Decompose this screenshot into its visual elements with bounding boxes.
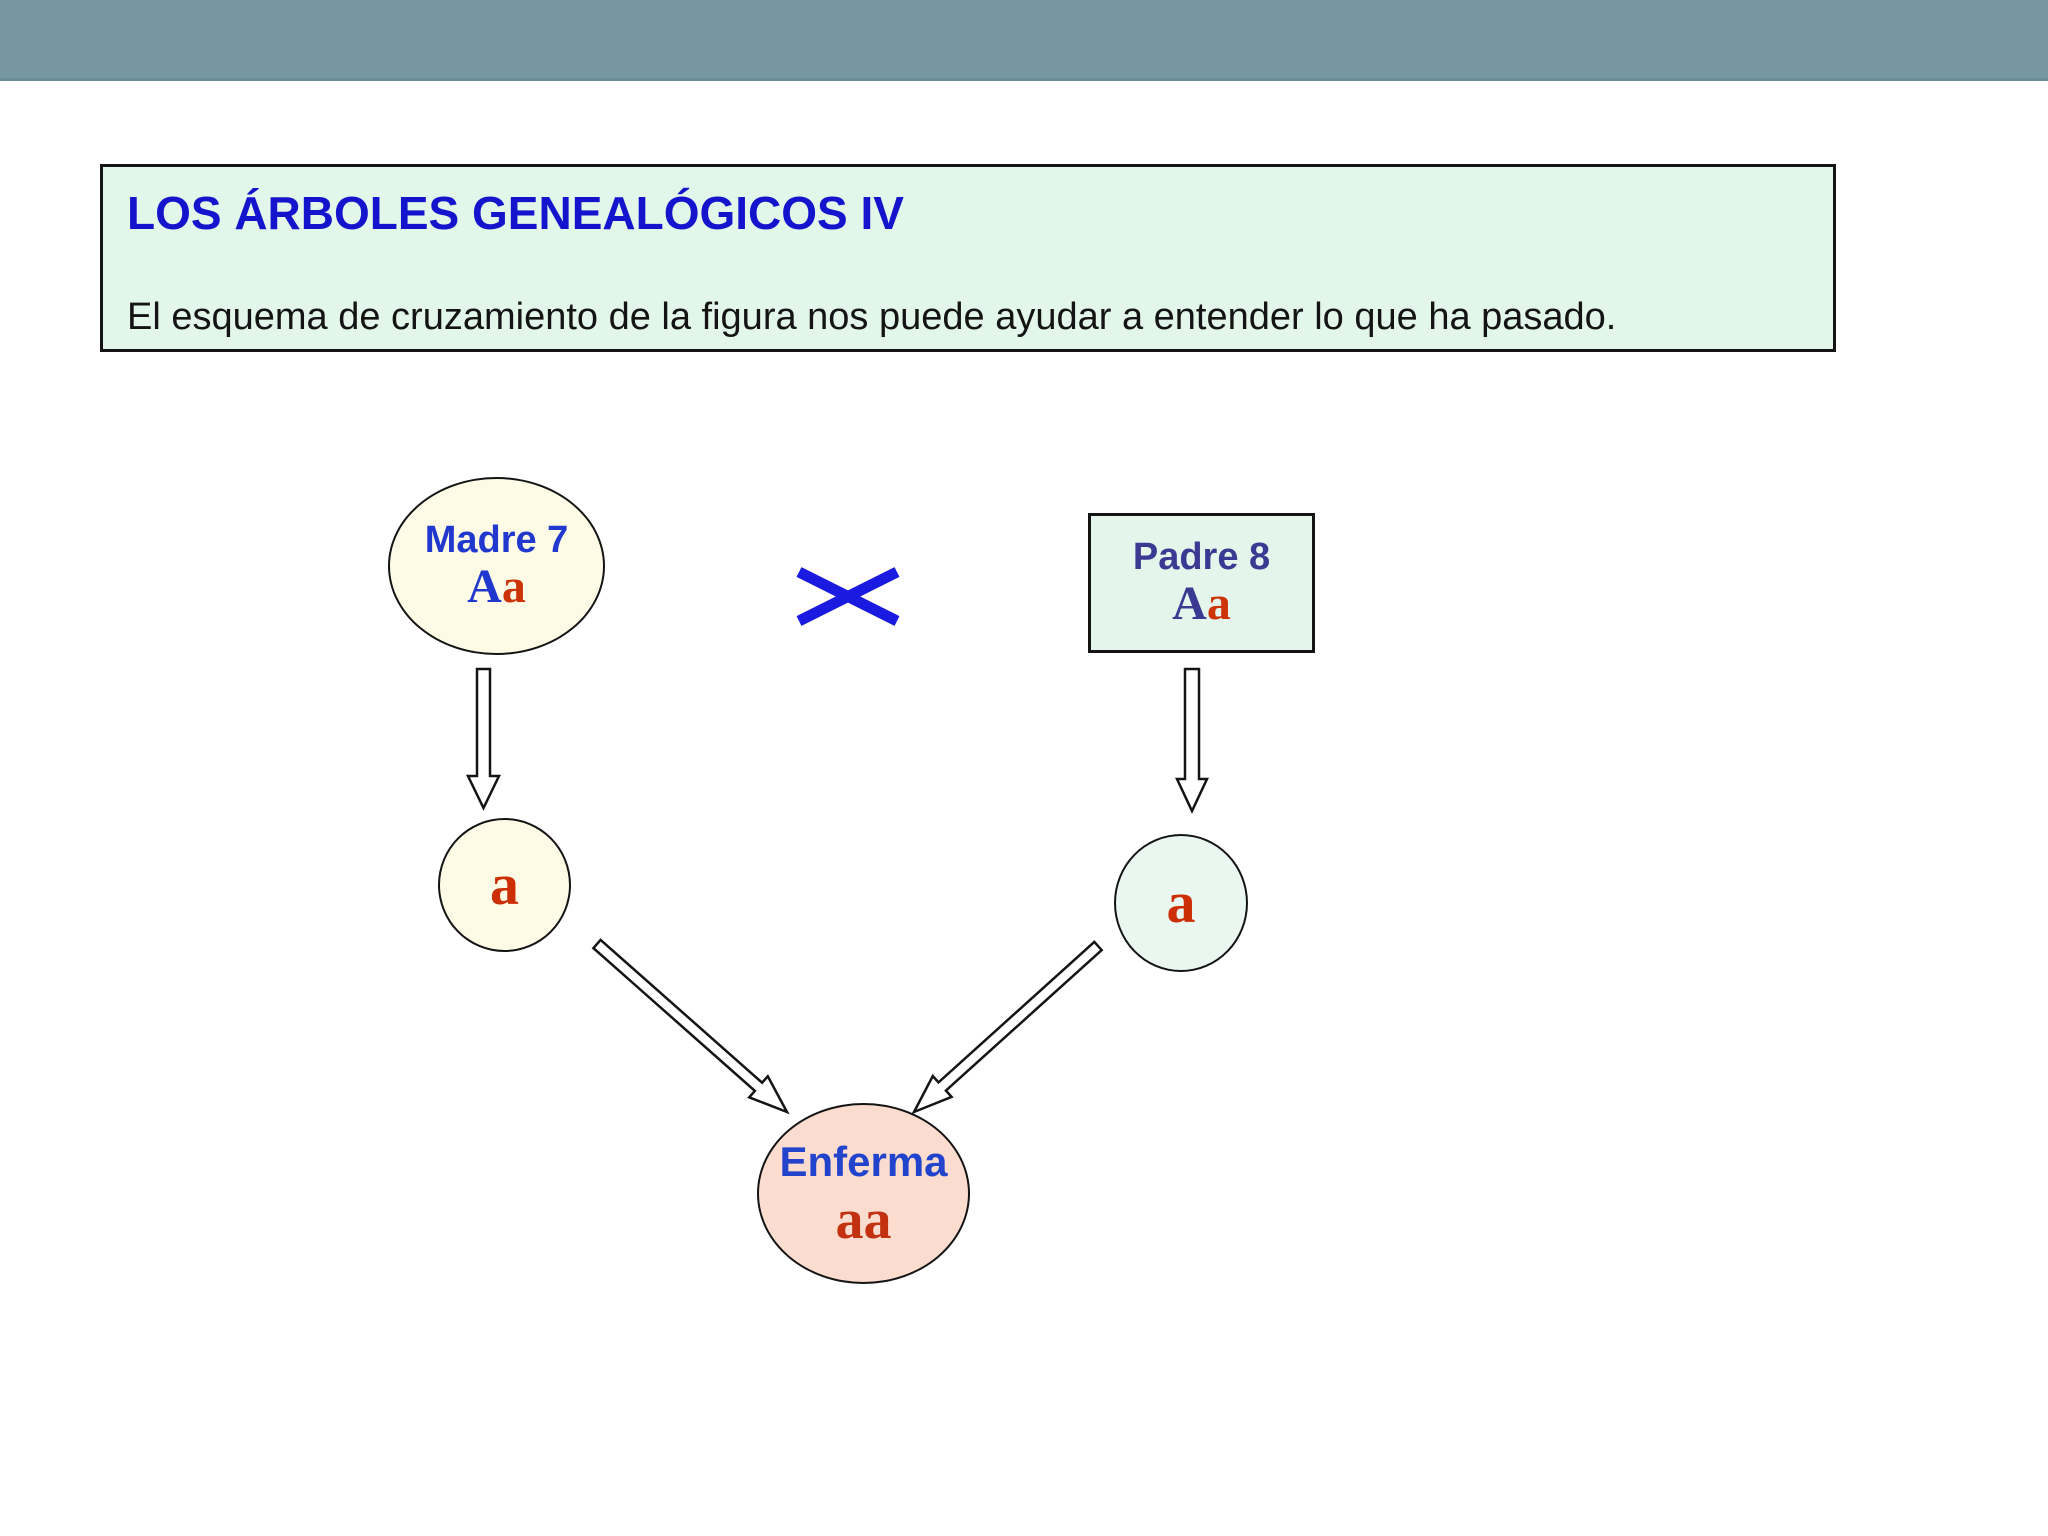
slide-subtitle: El esquema de cruzamiento de la figura n… [127, 296, 1617, 338]
offspring-label: Enferma [779, 1138, 948, 1186]
mother-gamete-node: a [438, 818, 571, 952]
mother-genotype: Aa [467, 559, 526, 613]
mother-label: Madre 7 [424, 518, 569, 561]
header-bar [0, 0, 2048, 81]
mother-to-offspring-arrow [591, 938, 790, 1115]
father-to-offspring-arrow [911, 940, 1104, 1115]
mother-node: Madre 7 Aa [388, 477, 605, 655]
offspring-node: Enferma aa [757, 1103, 970, 1284]
mother-gamete-allele: a [490, 851, 519, 917]
father-label: Padre 8 [1132, 535, 1271, 578]
cross-icon [796, 567, 900, 626]
father-gamete-arrow [1175, 667, 1209, 814]
mother-allele-dominant: A [467, 559, 502, 613]
father-gamete-allele: a [1166, 869, 1196, 935]
father-genotype: Aa [1172, 576, 1231, 630]
slide-title: LOS ÁRBOLES GENEALÓGICOS IV [127, 187, 904, 239]
father-gamete-node: a [1114, 834, 1248, 972]
mother-allele-recessive: a [501, 559, 526, 613]
offspring-genotype: aa [835, 1188, 892, 1251]
father-node: Padre 8 Aa [1088, 513, 1315, 653]
title-box: LOS ÁRBOLES GENEALÓGICOS IV El esquema d… [100, 164, 1836, 352]
mother-gamete-arrow [466, 667, 501, 811]
father-allele-dominant: A [1172, 576, 1207, 630]
father-allele-recessive: a [1206, 576, 1231, 630]
